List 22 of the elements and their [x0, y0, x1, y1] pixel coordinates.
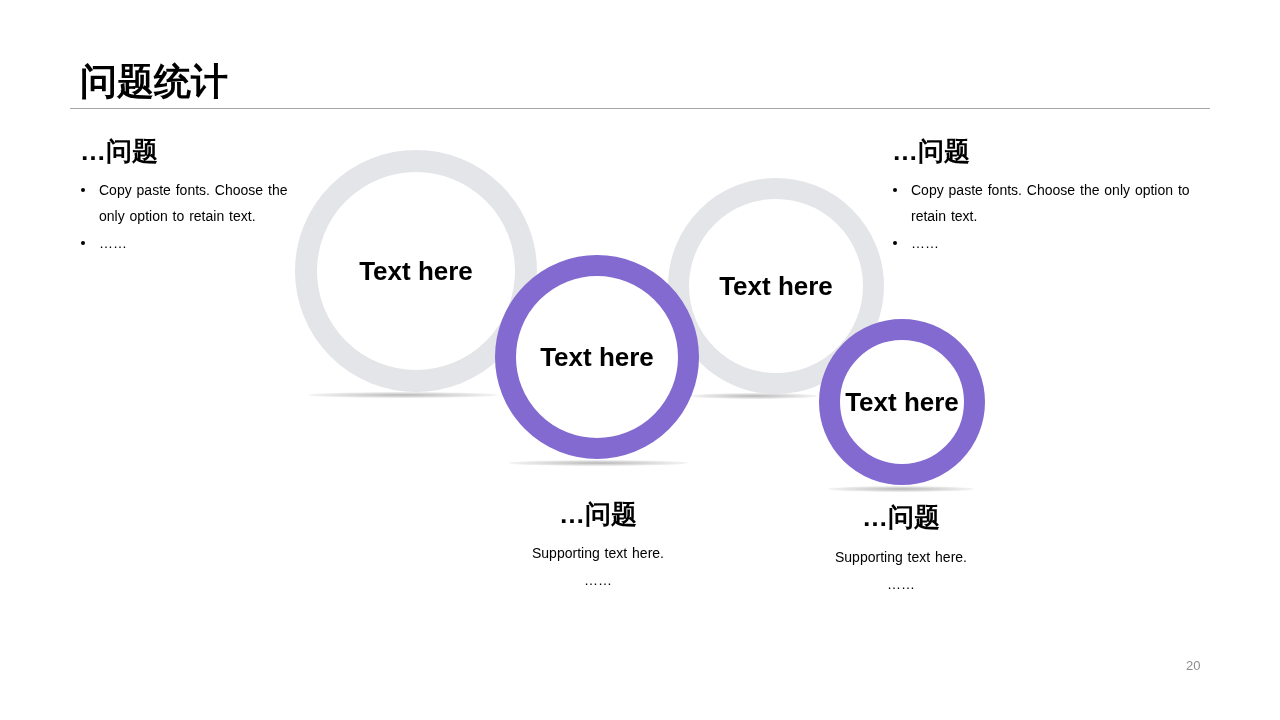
ring-label: Text here [359, 256, 473, 286]
ring [295, 150, 537, 392]
section-heading: …问题 [559, 498, 637, 530]
bullet-text: …… [911, 234, 940, 253]
slide-title: 问题统计 [80, 60, 228, 104]
ring-label: Text here [845, 387, 959, 417]
ring [819, 319, 985, 485]
ring-label: Text here [540, 342, 654, 372]
ring-label: Text here [719, 271, 833, 301]
page-number: 20 [1186, 658, 1201, 674]
supporting-text: Supporting text here. [532, 544, 664, 563]
bullet-text: Copy paste fonts. Choose the only option to retain text. [911, 181, 1191, 226]
section-heading: …问题 [862, 501, 940, 533]
ring [668, 178, 884, 394]
supporting-text: …… [887, 575, 915, 594]
supporting-text: Supporting text here. [835, 548, 967, 567]
section-heading: …问题 [892, 135, 970, 167]
bullet-text: Copy paste fonts. Choose the only option to retain text. [99, 181, 289, 226]
supporting-text: …… [584, 571, 612, 590]
section-heading: …问题 [80, 135, 158, 167]
bullet-text: …… [99, 234, 128, 253]
ring [495, 255, 699, 459]
